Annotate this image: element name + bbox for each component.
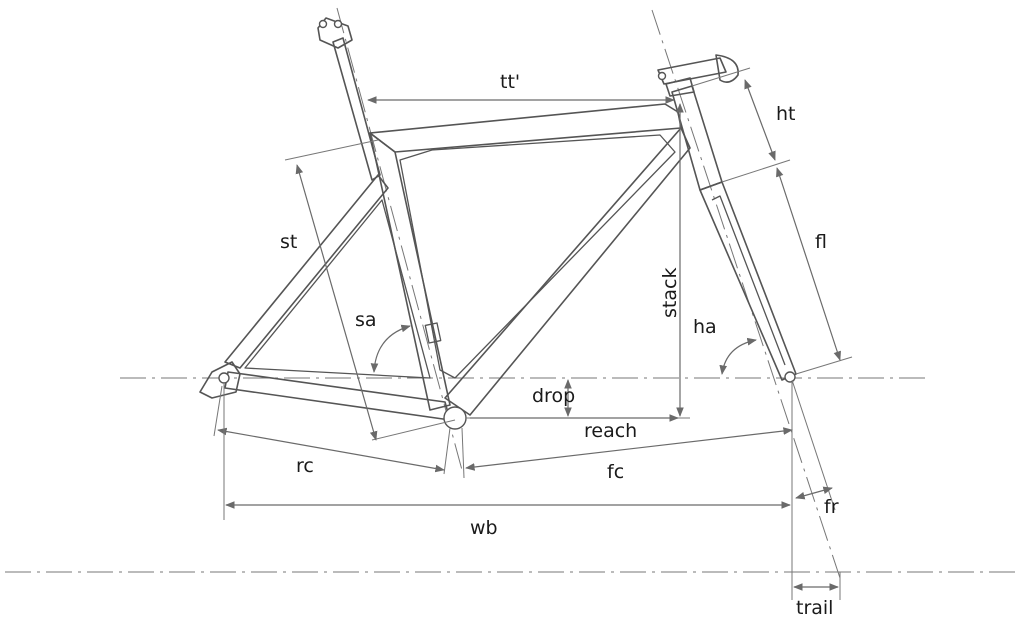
seat-axis-line <box>336 7 463 471</box>
fl-dimension <box>776 167 841 361</box>
main-triangle-inner <box>399 134 676 379</box>
label-ht: ht <box>776 103 796 125</box>
bottom-bracket <box>443 406 467 430</box>
top-tube <box>369 103 682 153</box>
rc-extension-bb <box>443 427 451 475</box>
saddle-bolt-left <box>318 19 328 29</box>
label-st: st <box>280 231 297 253</box>
handlebar-clamp <box>715 54 739 83</box>
stem <box>657 57 727 85</box>
fc-dimension <box>465 427 793 471</box>
headset-spacer <box>665 77 695 97</box>
st-extension-top <box>284 139 379 161</box>
ht-extension-bottom <box>721 159 791 183</box>
label-reach: reach <box>584 420 637 442</box>
label-sa: sa <box>355 309 377 331</box>
rear-axle <box>218 372 230 384</box>
fr-dimension <box>795 486 833 500</box>
label-fl: fl <box>815 231 827 253</box>
label-fr: fr <box>824 496 839 518</box>
label-ha: ha <box>693 316 717 338</box>
label-drop: drop <box>532 385 575 407</box>
rc-dimension <box>217 427 445 473</box>
sa-angle-arc <box>370 324 411 373</box>
fr-offset-line <box>791 379 836 511</box>
seat-tube <box>369 132 451 411</box>
st-dimension <box>295 164 378 441</box>
ht-dimension <box>744 79 776 161</box>
fl-extension-bottom <box>795 356 853 375</box>
dimensions <box>213 67 853 600</box>
rear-dropout <box>199 361 241 399</box>
down-tube <box>444 127 691 416</box>
rear-triangle-inner <box>244 199 431 379</box>
seat-stay <box>224 174 389 369</box>
ha-angle-arc <box>719 337 757 375</box>
bike-frame <box>199 17 797 430</box>
cable-port <box>424 322 442 344</box>
labels: tt' ht fl st stack sa ha drop reach rc f… <box>280 71 839 619</box>
label-fc: fc <box>607 461 624 483</box>
fork-blade-inner <box>711 195 786 366</box>
label-rc: rc <box>296 455 314 477</box>
saddle-clamp <box>317 17 353 49</box>
fc-extension-bb <box>461 427 465 479</box>
rc-extension-rear <box>213 385 223 437</box>
st-extension-bottom <box>371 419 456 441</box>
seatpost <box>332 37 381 181</box>
chain-stay <box>224 371 451 421</box>
label-stack: stack <box>659 268 681 318</box>
fork-blade <box>699 181 797 381</box>
ht-extension-top <box>691 67 751 87</box>
saddle-bolt-right <box>333 19 343 29</box>
label-wb: wb <box>470 517 498 539</box>
label-tt: tt' <box>500 71 520 93</box>
front-axle <box>784 371 796 383</box>
label-trail: trail <box>796 597 833 619</box>
stem-bolt <box>657 71 667 81</box>
